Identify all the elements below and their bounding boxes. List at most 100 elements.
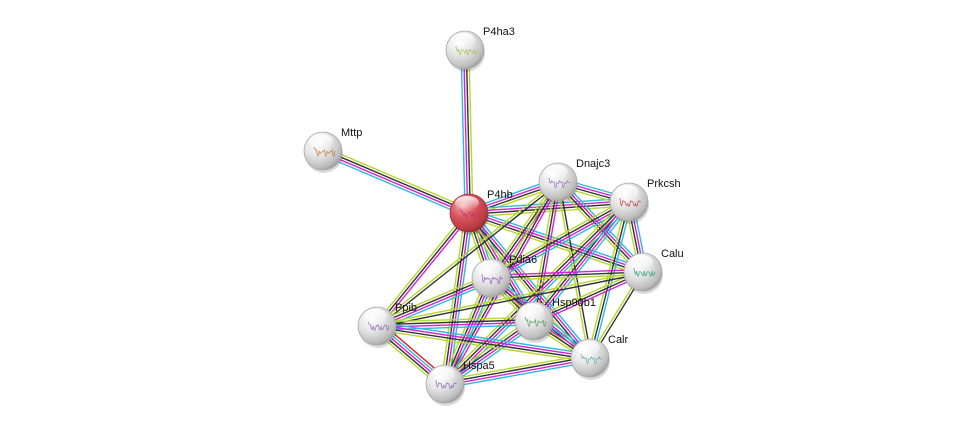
edge-calr-hspa5[interactable] <box>444 353 591 389</box>
edge-line-databases <box>560 178 647 270</box>
edge-line-experiments <box>463 50 469 214</box>
edge-dnajc3-ppib[interactable] <box>375 180 560 328</box>
edge-p4hb-ppib[interactable] <box>374 210 472 329</box>
edge-line-databases <box>591 202 633 359</box>
edge-line-textmining <box>375 180 558 326</box>
node-label: Calu <box>661 248 684 260</box>
edge-p4hb-mttp[interactable] <box>321 146 471 218</box>
node-label: Pdia6 <box>509 254 537 266</box>
edge-line-experiments <box>490 268 643 277</box>
node-label: Calr <box>608 334 629 346</box>
edge-line-databases <box>445 361 591 389</box>
node-gloss <box>477 261 501 275</box>
edge-p4hb-calr[interactable] <box>465 210 594 361</box>
edge-line-coexpression <box>443 212 469 384</box>
edge-line-experiments <box>535 182 562 322</box>
edge-prkcsh-hspa5[interactable] <box>441 198 633 388</box>
edge-line-textmining <box>376 329 590 363</box>
edge-line-coexpression <box>376 212 470 327</box>
protein-structure-icon <box>524 316 547 327</box>
node-calu[interactable]: Calu <box>623 248 684 294</box>
node-hspa5[interactable]: Hspa5 <box>425 360 495 406</box>
edge-line-experiments <box>322 151 469 215</box>
edge-dnajc3-calu[interactable] <box>554 178 647 276</box>
edge-line-textmining <box>440 276 489 383</box>
protein-structure-icon <box>455 45 478 56</box>
edge-line-coexpression <box>467 213 590 360</box>
edge-calu-ppib[interactable] <box>376 270 644 328</box>
edge-line-textmining <box>376 316 534 323</box>
edge-line-databases <box>536 203 633 324</box>
edge-line-databases <box>471 210 594 356</box>
edge-line-experiments <box>377 278 492 328</box>
node-hsp90b1[interactable]: Hsp90b1 <box>514 297 596 343</box>
protein-structure-icon <box>619 197 642 207</box>
edge-line-experiments <box>445 202 631 386</box>
protein-structure-icon <box>548 177 571 189</box>
node-gloss <box>615 185 639 199</box>
node-pdia6[interactable]: Pdia6 <box>471 254 537 300</box>
edge-line-coexpression <box>377 182 560 328</box>
node-gloss <box>455 196 479 210</box>
edge-line-textmining <box>465 215 588 361</box>
edge-line-textmining <box>488 197 628 276</box>
node-gloss <box>629 255 653 269</box>
node-label: Ppib <box>395 302 417 314</box>
node-gloss <box>576 341 600 355</box>
edge-line-coexpression <box>465 49 471 213</box>
edge-line-coexpression <box>377 272 644 328</box>
edge-line-experiments <box>534 273 645 325</box>
edge-p4hb-p4ha3[interactable] <box>460 49 474 214</box>
node-label: Dnajc3 <box>576 158 610 170</box>
node-gloss <box>544 165 568 179</box>
edge-line-coexpression <box>556 182 643 274</box>
node-label: P4hb <box>487 189 513 201</box>
edge-line-databases <box>447 279 496 386</box>
node-mttp[interactable]: Mttp <box>303 127 362 173</box>
edge-line-databases <box>377 321 591 355</box>
protein-structure-icon <box>367 321 390 331</box>
node-p4ha3[interactable]: P4ha3 <box>445 26 515 72</box>
node-gloss <box>309 134 333 148</box>
edge-line-coexpression <box>533 271 644 322</box>
edge-line-textmining <box>441 198 627 382</box>
edge-line-coexpression <box>490 271 644 279</box>
node-p4hb[interactable]: P4hb <box>449 189 513 235</box>
edge-line-textmining <box>488 180 557 277</box>
edge-ppib-calr[interactable] <box>376 321 591 363</box>
edge-line-textmining <box>376 270 643 326</box>
protein-structure-icon <box>633 267 656 277</box>
node-prkcsh[interactable]: Prkcsh <box>609 178 681 224</box>
node-label: P4ha3 <box>483 26 515 38</box>
edge-line-coexpression <box>376 326 590 360</box>
node-gloss <box>363 309 387 323</box>
edge-line-coexpression <box>323 149 470 213</box>
node-calr[interactable]: Calr <box>570 334 629 380</box>
edge-line-experiments <box>378 214 472 329</box>
protein-structure-icon <box>459 208 482 219</box>
node-gloss <box>431 367 455 381</box>
edge-line-experiments <box>445 213 471 385</box>
protein-structure-icon <box>313 146 336 157</box>
edge-line-experiments <box>445 358 591 386</box>
protein-structure-icon <box>580 353 603 365</box>
edge-line-databases <box>321 153 468 218</box>
node-label: Prkcsh <box>647 178 681 190</box>
edge-line-coexpression <box>558 181 592 358</box>
edge-line-textmining <box>374 210 468 325</box>
edge-line-coexpression <box>376 276 491 326</box>
protein-structure-icon <box>435 379 458 390</box>
node-gloss <box>520 304 544 318</box>
node-label: Hsp90b1 <box>552 297 596 309</box>
edge-line-textmining <box>468 49 474 213</box>
node-dnajc3[interactable]: Dnajc3 <box>538 158 610 204</box>
node-label: Mttp <box>341 127 362 139</box>
edge-line-coexpression <box>469 202 630 215</box>
node-gloss <box>451 33 475 47</box>
edge-line-databases <box>447 204 633 388</box>
node-ppib[interactable]: Ppib <box>357 302 417 348</box>
edge-line-experiments <box>558 180 645 272</box>
edge-line-textmining <box>375 273 490 324</box>
